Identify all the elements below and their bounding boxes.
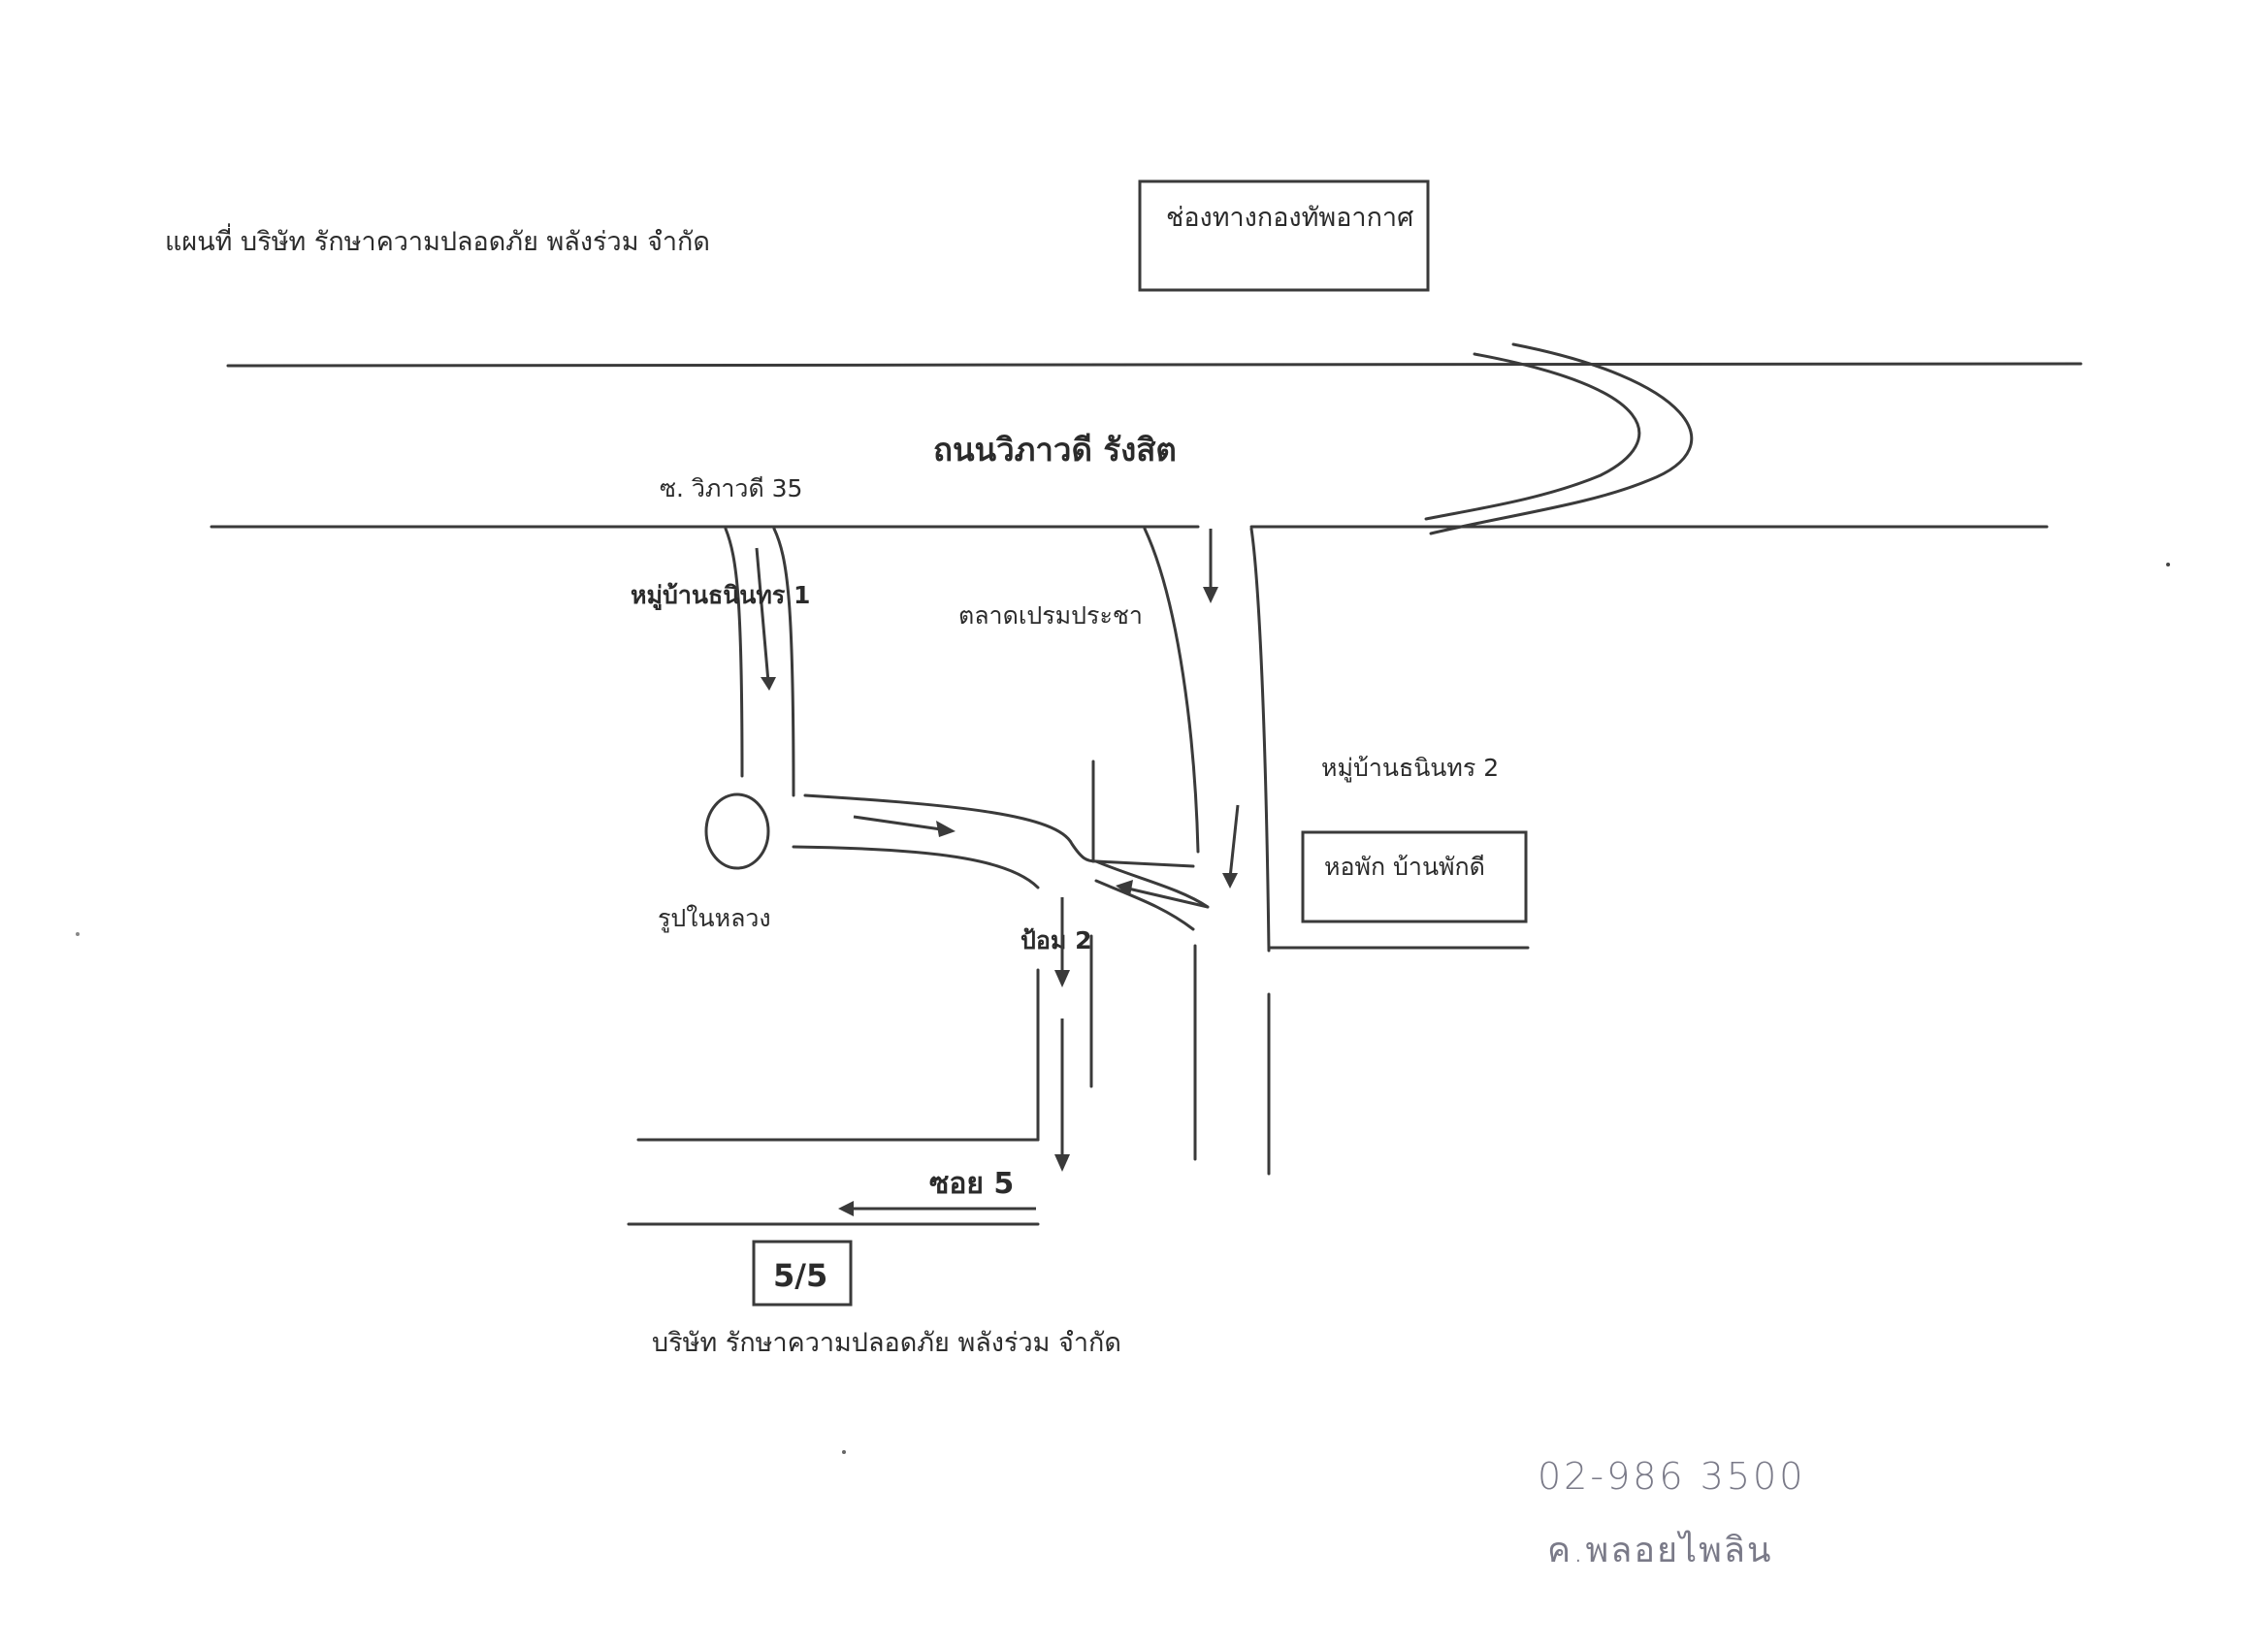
map-title: แผนที่ บริษัท รักษาความปลอดภัย พลังร่วม … [165, 223, 710, 257]
dorm-box [1301, 830, 1528, 923]
arrow-head [936, 821, 956, 837]
soi-vibhavadi-label: ซ. วิภาวดี 35 [660, 474, 802, 502]
dorm-label: หอพัก บ้านพักดี [1324, 853, 1485, 881]
airforce-lane-label: ช่องทางกองทัพอากาศ [1166, 203, 1413, 233]
slip-lane-top [1094, 859, 1210, 909]
curve-road-bottom-edge [792, 845, 1040, 889]
village-1-label: หมู่บ้านธนินทร 1 [631, 581, 810, 611]
arrow-head [1116, 880, 1133, 896]
soi-5-label: ซอย 5 [929, 1167, 1014, 1201]
arrow-head [838, 1201, 854, 1216]
soi-35-right-edge [772, 527, 795, 797]
arrow-head [1203, 587, 1218, 603]
left-arrow-slip-lane [1127, 887, 1209, 909]
side-road-right-edge [1249, 527, 1271, 953]
arrow-head [1054, 970, 1070, 987]
handwritten-contact: ค.พลอยไพลิน [1547, 1530, 1773, 1570]
main-road-top-edge [226, 362, 2083, 368]
right-arrow-curve-road [853, 815, 942, 831]
down-arrow-soi-35 [755, 547, 770, 683]
house-number: 5/5 [773, 1257, 827, 1294]
airforce-lane-box [1138, 179, 1430, 292]
arrow-head [1054, 1154, 1070, 1172]
curve-road-top-edge [803, 793, 1195, 868]
arrow-head [761, 677, 776, 691]
main-road-label: ถนนวิภาวดี รังสิต [933, 431, 1177, 469]
slip-lane-bottom [1094, 879, 1195, 931]
u-turn-inner [1424, 352, 1641, 521]
paper-speck [2166, 563, 2170, 566]
paper-speck [842, 1450, 846, 1454]
village-2-label: หมู่บ้านธนินทร 2 [1321, 754, 1499, 783]
down-arrow-side-road-2 [1228, 804, 1240, 879]
soi-35-left-edge [724, 527, 744, 778]
house-number-box [752, 1240, 853, 1307]
statue-label: รูปในหลวง [658, 904, 771, 933]
police-box-label: ป้อม 2 [1021, 926, 1091, 954]
company-label: บริษัท รักษาความปลอดภัย พลังร่วม จำกัด [652, 1328, 1121, 1358]
paper-speck [76, 932, 80, 936]
statue-roundabout [704, 792, 770, 870]
u-turn-outer [1429, 342, 1693, 535]
side-road-left-edge [1143, 527, 1200, 854]
market-label: ตลาดเปรมประชา [958, 601, 1143, 630]
handwritten-phone: 02-986 3500 [1538, 1455, 1805, 1498]
arrow-head [1222, 873, 1238, 889]
